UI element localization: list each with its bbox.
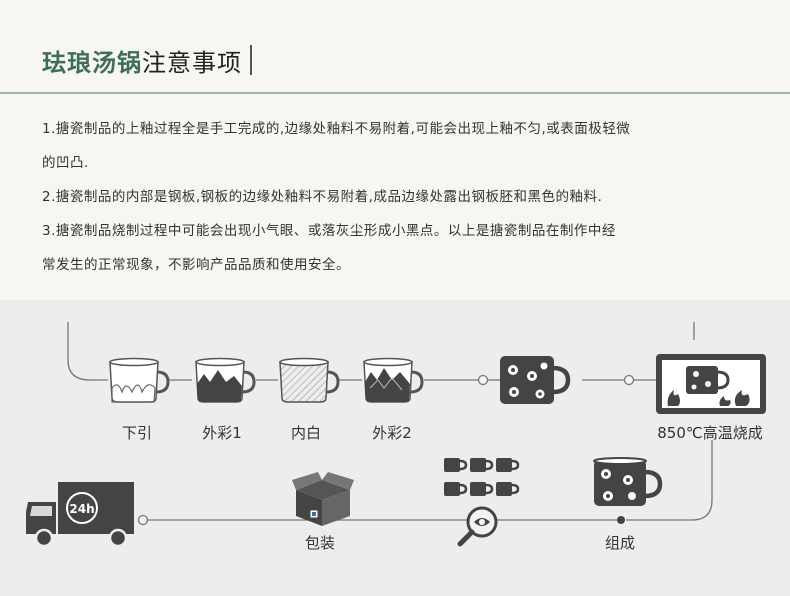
note-line: 的凹凸. <box>42 155 89 171</box>
mug-icon <box>593 457 663 506</box>
mug-icon <box>109 357 170 403</box>
step-label: 外彩1 <box>202 424 242 442</box>
note-line: 常发生的正常现象，不影响产品品质和使用安全。 <box>42 257 350 273</box>
note-line: 2.搪瓷制品的内部是钢板,钢板的边缘处釉料不易附着,成品边缘处露出钢板胚和黑色的… <box>42 189 603 205</box>
flow-node <box>617 516 625 524</box>
step-label: 包装 <box>305 534 335 552</box>
step-label: 组成 <box>605 534 635 552</box>
page-title-sub: 注意事项 <box>142 48 242 77</box>
process-panel <box>0 300 790 596</box>
truck-24h-badge: 24h <box>69 502 94 516</box>
kiln-icon <box>656 354 766 414</box>
flow-node <box>477 374 489 386</box>
page-title-main: 珐琅汤锅 <box>42 48 142 77</box>
page-title: 珐琅汤锅 注意事项 <box>42 40 252 80</box>
mug-icon <box>500 356 571 404</box>
flow-line-top <box>67 322 695 381</box>
mug-icon <box>279 357 340 403</box>
notes-section: 1.搪瓷制品的上釉过程全是手工完成的,边缘处釉料不易附着,可能会出现上釉不匀,或… <box>42 112 752 282</box>
flow-node <box>137 514 149 526</box>
note-line: 3.搪瓷制品烧制过程中可能会出现小气眼、或落灰尘形成小黑点。以上是搪瓷制品在制作… <box>42 223 616 239</box>
step-label: 850℃高温烧成 <box>657 424 762 442</box>
mug-icon <box>363 357 424 403</box>
mug-icon <box>195 357 256 403</box>
header-rule <box>0 92 790 94</box>
step-label: 外彩2 <box>372 424 412 442</box>
step-label: 内白 <box>291 424 321 442</box>
flow-node <box>623 374 635 386</box>
package-box-icon <box>292 472 354 526</box>
title-divider <box>250 45 252 75</box>
step-label: 下引 <box>122 424 152 442</box>
note-line: 1.搪瓷制品的上釉过程全是手工完成的,边缘处釉料不易附着,可能会出现上釉不匀,或… <box>42 121 631 137</box>
inspection-icon <box>444 458 520 547</box>
delivery-truck-icon: 24h <box>26 482 134 548</box>
